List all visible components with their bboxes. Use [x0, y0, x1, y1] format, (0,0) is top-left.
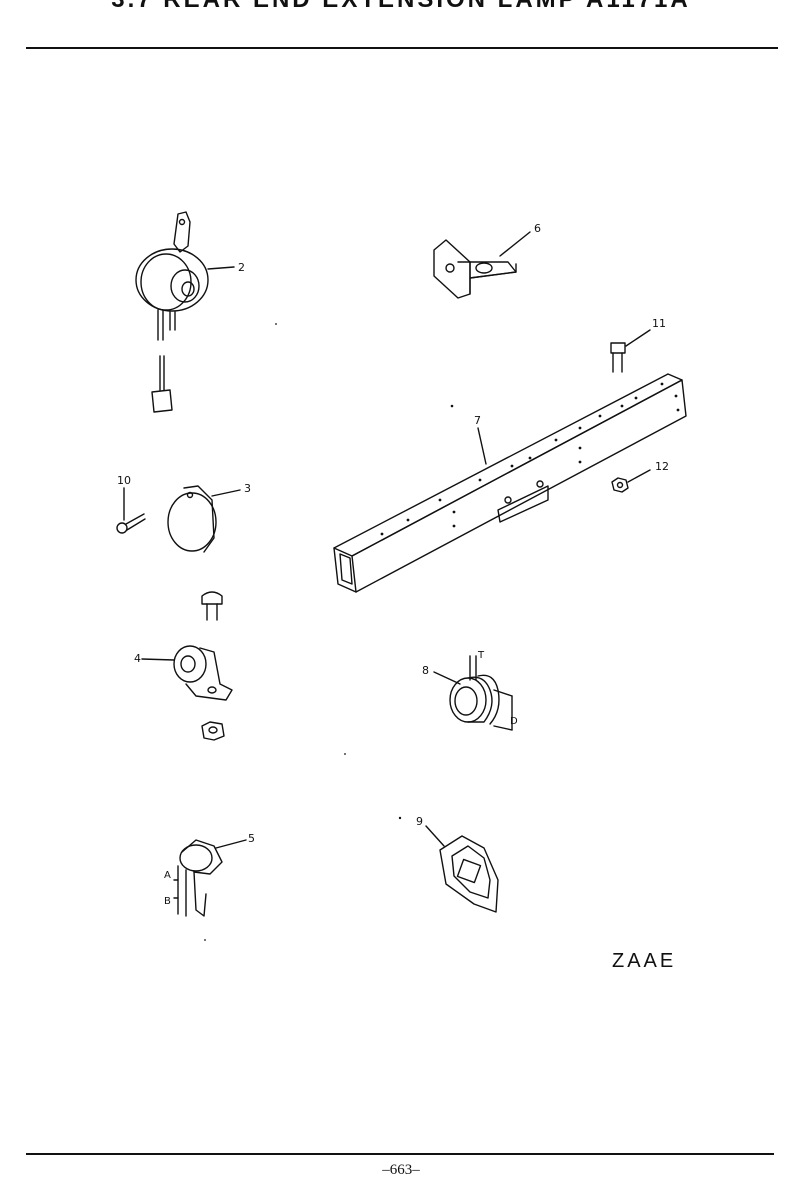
callout-12: 12: [655, 460, 669, 473]
callout-7: 7: [474, 414, 481, 427]
callout-5: 5: [248, 832, 255, 845]
callout-3: 3: [244, 482, 251, 495]
nut-unnumbered: [201, 721, 225, 741]
dimension-b: B: [164, 896, 171, 907]
nut-part-12: [611, 469, 651, 493]
bracket-part: [433, 231, 531, 299]
callout-2: 2: [238, 261, 245, 274]
callout-4: 4: [134, 652, 141, 665]
grommet-part-8: [433, 655, 513, 731]
print-specks: [204, 323, 346, 941]
dimension-t: T: [477, 650, 485, 661]
dimension-d: D: [510, 716, 518, 727]
callout-9: 9: [416, 815, 423, 828]
callout-6: 6: [534, 222, 541, 235]
screw-part-10: [116, 487, 146, 534]
callout-10: 10: [117, 474, 131, 487]
clip-part-5: [173, 839, 247, 917]
diagram-code: ZAAE: [612, 950, 677, 972]
bolt-part-11: [610, 329, 651, 373]
header-rule: [26, 47, 778, 49]
footer-rule: [26, 1153, 774, 1155]
callout-11: 11: [652, 317, 666, 330]
gasket-part-9: [398, 816, 499, 913]
callout-8: 8: [422, 664, 429, 677]
lamp-cover-part: [167, 485, 241, 553]
page-number: –663–: [382, 1162, 420, 1178]
extension-beam-part: [333, 373, 687, 593]
page-title: 3.7 REAR END EXTENSION LAMP A1171A: [0, 0, 802, 14]
clamp-part-4: [141, 645, 233, 701]
dimension-a: A: [164, 870, 171, 881]
lamp-assembly-part: [135, 211, 235, 413]
bolt-unnumbered: [201, 591, 223, 621]
